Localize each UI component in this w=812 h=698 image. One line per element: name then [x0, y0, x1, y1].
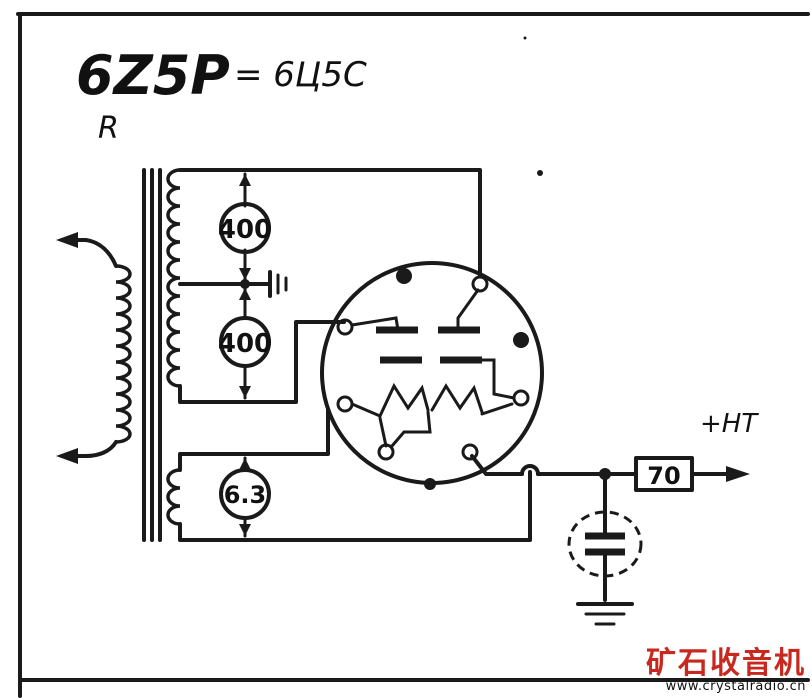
ht-label: +HT: [700, 409, 759, 439]
series-resistor: [634, 456, 694, 492]
hv-lower-voltage-label: 400: [218, 329, 272, 359]
ht-arrow: [726, 466, 750, 482]
pin-8: [461, 443, 479, 461]
watermark-url: www.crystalradio.cn: [665, 679, 806, 694]
scan-speck: [523, 36, 527, 40]
mains-arrow-lower: [56, 448, 78, 464]
tube-equivalent-label: = 6Ц5С: [234, 55, 367, 95]
filament-left: [378, 382, 430, 418]
watermark-title: 矿石收音机: [646, 646, 806, 681]
pin-4: [513, 332, 529, 348]
capacitor-screen: [567, 510, 643, 578]
transformer-core: [142, 168, 162, 542]
pin-5: [336, 395, 354, 413]
filter-junction: [599, 468, 611, 480]
site-watermark: 矿石收音机 www.crystalradio.cn: [646, 648, 806, 694]
tube-suffix-label: R: [98, 111, 119, 146]
pin-6: [512, 389, 530, 407]
hv-upper-voltage-label: 400: [218, 215, 272, 245]
centre-tap-ground: [178, 270, 288, 298]
pin-2: [471, 275, 489, 293]
pin-1: [396, 268, 412, 284]
tube-type-label: 6Z5P: [76, 44, 230, 107]
ht-output-line: [470, 454, 750, 482]
output-ground: [576, 602, 634, 626]
key-dot: [424, 478, 436, 490]
mains-arrow-upper: [56, 232, 78, 248]
filter-capacitor: [567, 478, 643, 602]
hv-secondary-winding: [166, 168, 482, 404]
resistor-value-label: 70: [647, 462, 680, 490]
pin-3: [336, 318, 354, 336]
scan-speck: [537, 170, 543, 176]
hv-voltage-markers: [219, 172, 271, 400]
filament-right: [430, 383, 484, 414]
rectifier-tube: [320, 261, 544, 490]
heater-voltage-label: 6.3: [224, 481, 267, 509]
centre-tap-junction: [240, 279, 250, 289]
tube-envelope: [320, 261, 544, 485]
primary-winding: [56, 232, 132, 464]
heater-winding: [166, 408, 532, 542]
page-frame: [16, 12, 810, 698]
